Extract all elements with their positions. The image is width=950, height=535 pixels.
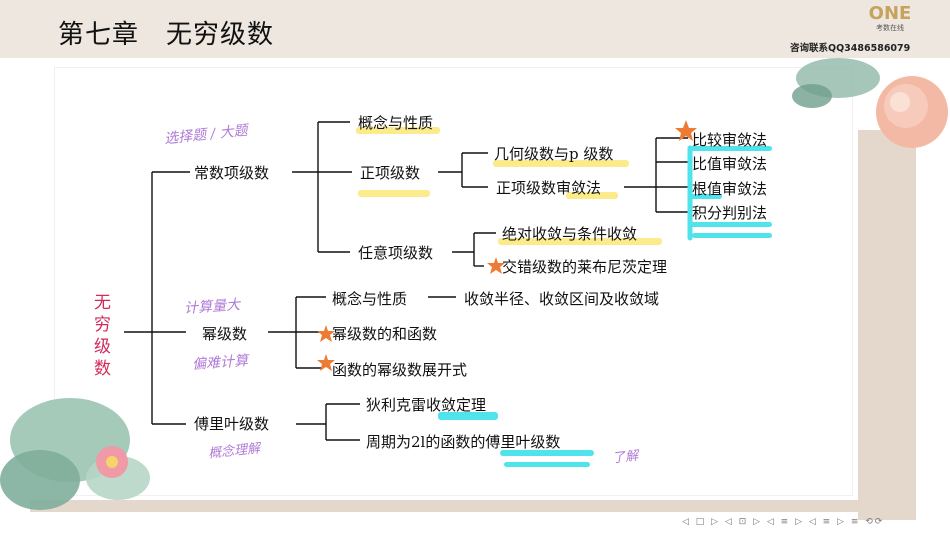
root-node-infinite-series: 无穷级数 — [94, 293, 111, 379]
node-positive-series: 正项级数 — [360, 164, 421, 182]
node-test-integral: 积分判别法 — [692, 204, 768, 222]
highlight-yellow — [498, 238, 662, 245]
node-dirichlet-theorem: 狄利克雷收敛定理 — [366, 396, 487, 414]
node-fourier-series: 傅里叶级数 — [194, 415, 270, 433]
contact-info: 咨询联系QQ3486586079 — [790, 43, 911, 54]
slide-title: 第七章 无穷级数 — [58, 20, 275, 50]
node-constant-series: 常数项级数 — [194, 164, 270, 182]
handwritten-note-calc: 计算量大 — [183, 297, 241, 317]
node-power-series: 幂级数 — [202, 325, 248, 343]
highlight-cyan — [504, 462, 590, 467]
node-absolute-conditional: 绝对收敛与条件收敛 — [502, 225, 638, 243]
content-card — [55, 68, 852, 495]
highlight-cyan — [690, 146, 772, 151]
node-fourier-2l: 周期为2l的函数的傅里叶级数 — [366, 433, 561, 451]
node-ps-expansion: 函数的幂级数展开式 — [332, 361, 468, 379]
brand-logo: ONE 考数在线 — [868, 4, 912, 33]
decor-frame-right — [858, 130, 916, 520]
node-test-compare: 比较审敛法 — [692, 131, 768, 149]
handwritten-note-right: 了解 — [611, 448, 639, 467]
node-test-ratio: 比值审敛法 — [692, 155, 768, 173]
highlight-cyan — [438, 412, 498, 420]
highlight-yellow — [358, 190, 430, 197]
highlight-cyan — [690, 194, 722, 199]
tree-connectors — [124, 121, 688, 441]
star-icon — [487, 257, 505, 274]
flower-decoration-top-right — [792, 58, 948, 148]
handwritten-note-calc2: 偏难计算 — [191, 353, 249, 373]
logo-subtext: 考数在线 — [876, 24, 904, 32]
star-marks — [317, 120, 697, 371]
star-icon — [675, 120, 697, 141]
node-arbitrary-series: 任意项级数 — [358, 244, 434, 262]
highlight-cyan — [692, 233, 772, 238]
highlight-yellow — [493, 160, 629, 167]
node-ps-concept: 概念与性质 — [332, 290, 408, 308]
highlight-yellow — [566, 192, 618, 199]
flower-decoration-bottom-left — [0, 398, 150, 510]
node-cs-concept: 概念与性质 — [358, 114, 434, 132]
highlight-cyan — [690, 222, 772, 227]
node-geometric-p-series: 几何级数与p 级数 — [494, 145, 614, 163]
highlight-yellow — [356, 127, 440, 134]
star-icon — [317, 354, 335, 371]
highlight-cyan — [500, 450, 594, 456]
node-ps-sum-function: 幂级数的和函数 — [332, 325, 438, 343]
node-ps-radius: 收敛半径、收敛区间及收敛域 — [464, 290, 660, 308]
node-leibniz-theorem: 交错级数的莱布尼茨定理 — [502, 258, 668, 276]
logo-text: ONE — [868, 3, 912, 24]
node-test-root: 根值审敛法 — [692, 180, 768, 198]
star-icon — [317, 325, 335, 342]
presentation-nav-controls[interactable]: ◁ □ ▷ ◁ ⊡ ▷ ◁ ≡ ▷ ◁ ≡ ▷ ≡ ⟲⟳ — [682, 517, 885, 527]
slide-header — [0, 0, 950, 58]
decor-frame-bottom — [30, 500, 916, 512]
node-positive-tests: 正项级数审敛法 — [496, 179, 602, 197]
